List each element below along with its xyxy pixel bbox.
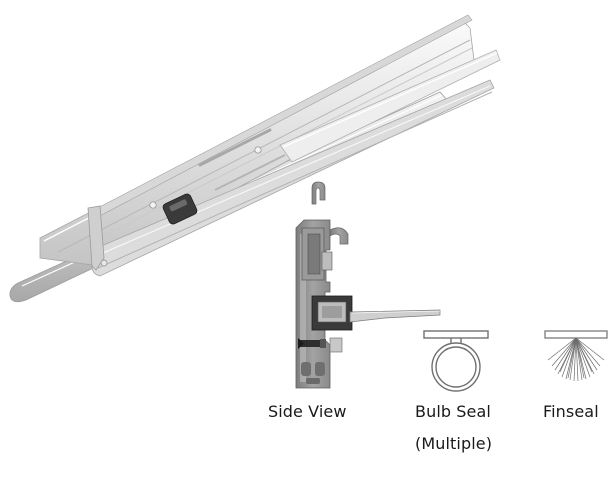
sweep-rail-3d-image — [9, 14, 501, 303]
channel-rail — [91, 79, 495, 277]
sweep-blade — [279, 49, 501, 163]
side-view-caption: Side View — [268, 402, 347, 421]
side-view-profile — [295, 181, 441, 389]
bulb-seal-caption: Bulb Seal — [415, 402, 491, 421]
main-rail — [39, 19, 475, 267]
finseal-diagram — [544, 330, 608, 382]
screw — [298, 338, 326, 349]
bulb-seal-note: (Multiple) — [415, 434, 493, 453]
dark-clip — [162, 193, 198, 225]
end-cap — [87, 205, 105, 271]
bulb-seal-diagram — [423, 330, 489, 392]
finseal-caption: Finseal — [543, 402, 599, 421]
rivet-1 — [149, 201, 157, 209]
side-view-blade — [349, 309, 441, 323]
rivet-3 — [100, 259, 108, 267]
rivet-2 — [254, 146, 262, 154]
